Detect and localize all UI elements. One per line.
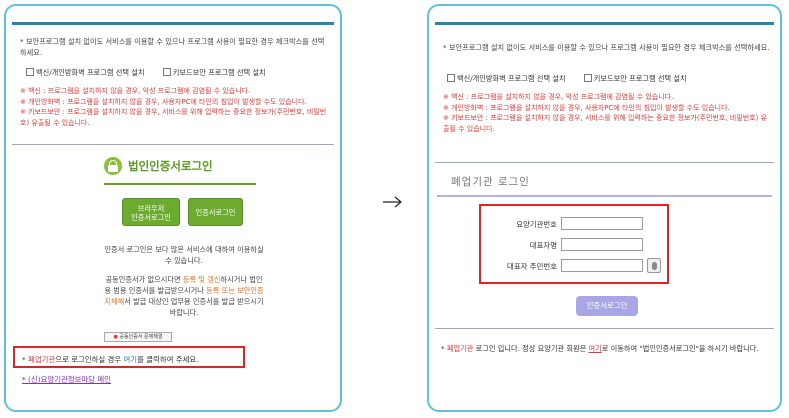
representative-id-label: 대표자 주민번호 <box>507 262 557 271</box>
warning-keyboard: ※ 키보드보안 : 프로그램을 설치하지 않을 경우, 서비스를 위해 입력하는… <box>20 108 327 127</box>
top-divider <box>12 22 334 25</box>
cert-title-underline <box>104 183 256 185</box>
closed-login-here-link[interactable]: 여기 <box>123 355 138 364</box>
top-divider <box>435 22 774 25</box>
closed-institution-note: * 폐업기관 로그인 입니다. 정상 요양기관 회원은 여기로 이동하여 "법인… <box>441 344 759 353</box>
representative-name-label: 대표자명 <box>529 241 557 250</box>
mouse-input-icon[interactable] <box>647 258 661 273</box>
security-notice: * 보안프로그램 설치 없이도 서비스를 이용할 수 있으나 프로그램 사용이 … <box>443 43 770 52</box>
institution-number-label: 요양기관번호 <box>516 220 557 229</box>
closed-login-title: 폐업기관 로그인 <box>451 176 530 188</box>
warning-list: ※ 백신 : 프로그램을 설치하지 않을 경우, 악성 프로그램에 감염될 수 … <box>20 86 330 128</box>
checkbox-antivirus[interactable]: 백신/개인방화벽 프로그램 선택 설치 <box>26 68 144 77</box>
closed-login-form: 요양기관번호 대표자명 대표자 주민번호 <box>479 204 669 284</box>
checkbox-antivirus[interactable]: 백신/개인방화벽 프로그램 선택 설치 <box>447 74 565 83</box>
representative-id-row: 대표자 주민번호 <box>479 258 669 274</box>
section-divider <box>12 144 334 145</box>
cert-guide-text: 공동인증서가 없으시다면 등록 및 갱신하시거나 법인용 범용 인증서를 발급받… <box>104 275 264 317</box>
section-divider <box>435 162 774 163</box>
info-portal-main-link[interactable]: * (신)요양기관정보마당 메인 <box>22 375 111 384</box>
browser-cert-login-button[interactable]: 브라우저 인증서로그인 <box>122 198 180 226</box>
corporate-cert-title: 법인인증서로그인 <box>128 159 213 173</box>
representative-id-input[interactable] <box>561 259 643 272</box>
closed-institution-note: * 폐업기관으로 로그인하실 경우 여기를 클릭하여 주세요. <box>22 355 199 364</box>
security-cert-link[interactable]: 등록 또는 보안인증 지체해 <box>104 286 264 306</box>
security-checkboxes: 백신/개인방화벽 프로그램 선택 설치 키보드보안 프로그램 선택 설치 <box>447 74 703 84</box>
cert-login-button[interactable]: 인증서로그인 <box>576 296 638 316</box>
warning-firewall: ※ 개인방화벽 : 프로그램을 설치하지 않을 경우, 사용자PC에 타인의 침… <box>20 97 307 106</box>
warning-list: ※ 백신 : 프로그램을 설치하지 않을 경우, 악성 프로그램에 감염될 수 … <box>443 92 770 134</box>
cert-info-text: 인증서 로그인은 보다 많은 서비스에 대하여 이용하실 수 있습니다. <box>104 245 264 265</box>
normal-login-here-link[interactable]: 여기 <box>588 344 602 353</box>
warning-antivirus: ※ 백신 : 프로그램을 설치하지 않을 경우, 악성 프로그램에 감염될 수 … <box>20 87 251 95</box>
representative-name-row: 대표자명 <box>479 237 669 253</box>
representative-name-input[interactable] <box>561 238 643 251</box>
highlight-box <box>13 346 245 368</box>
cert-login-button[interactable]: 인증서로그인 <box>188 198 243 226</box>
warning-keyboard: ※ 키보드보안 : 프로그램을 설치하지 않을 경우, 서비스를 위해 입력하는… <box>443 114 767 133</box>
arrow-right-icon <box>383 196 402 208</box>
warning-antivirus: ※ 백신 : 프로그램을 설치하지 않을 경우, 악성 프로그램에 감염될 수 … <box>443 93 674 101</box>
highlight-box <box>479 204 669 284</box>
right-login-panel: * 보안프로그램 설치 없이도 서비스를 이용할 수 있으나 프로그램 사용이 … <box>427 4 782 412</box>
corporate-cert-header: 법인인증서로그인 <box>104 156 264 178</box>
bottom-divider <box>435 328 774 329</box>
checkbox-keyboard-security[interactable]: 키보드보안 프로그램 선택 설치 <box>162 68 266 77</box>
security-checkboxes: 백신/개인방화벽 프로그램 선택 설치 키보드보안 프로그램 선택 설치 <box>26 68 282 78</box>
register-renew-link[interactable]: 등록 및 갱신 <box>182 275 221 284</box>
institution-number-row: 요양기관번호 <box>479 216 669 232</box>
checkbox-icon[interactable] <box>162 68 171 76</box>
checkbox-icon[interactable] <box>583 74 592 82</box>
institution-number-input[interactable] <box>561 217 643 230</box>
bullet-icon: ● <box>113 334 120 340</box>
lock-icon <box>104 157 122 175</box>
security-notice: * 보안프로그램 설치 없이도 서비스를 이용할 수 있으나 프로그램 사용이 … <box>20 37 325 57</box>
checkbox-icon[interactable] <box>447 74 455 82</box>
checkbox-keyboard-security[interactable]: 키보드보안 프로그램 선택 설치 <box>583 74 687 83</box>
login-title-underline <box>437 195 772 197</box>
left-login-panel: * 보안프로그램 설치 없이도 서비스를 이용할 수 있으나 프로그램 사용이 … <box>4 4 342 412</box>
cert-troubleshoot-button[interactable]: ● 공동인증서 문제해결 <box>104 332 172 342</box>
checkbox-icon[interactable] <box>26 68 34 76</box>
warning-firewall: ※ 개인방화벽 : 프로그램을 설치하지 않을 경우, 사용자PC에 타인의 침… <box>443 103 730 112</box>
